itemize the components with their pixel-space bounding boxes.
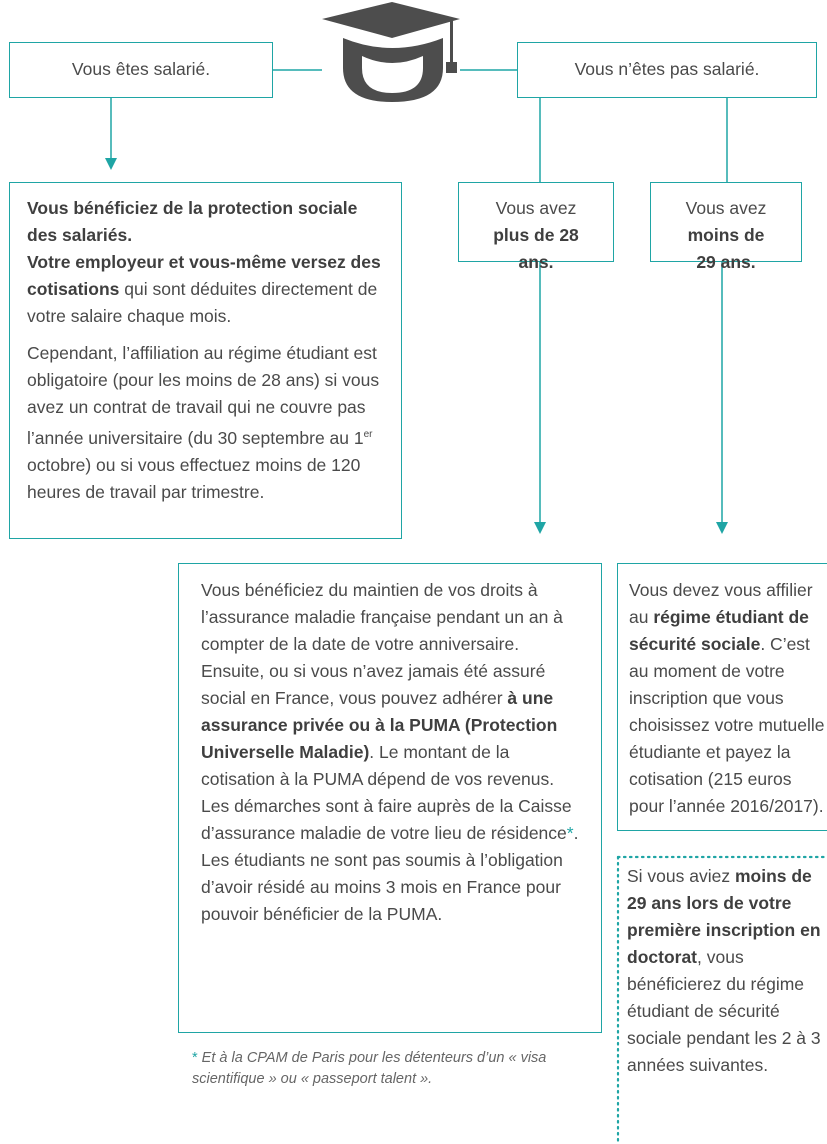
doctorat-text-2: , vous bénéficierez du régime étudiant d… <box>627 947 821 1075</box>
puma-text-4: . Les étudiants ne sont pas soumis à l’o… <box>201 823 579 924</box>
box-puma: Vous bénéficiez du maintien de vos droit… <box>178 563 602 1033</box>
salarie-paragraph-2: Cependant, l’affiliation au régime étudi… <box>27 340 385 506</box>
plus28-bold: plus de 28 ans. <box>493 225 579 272</box>
box-non-salarie-header: Vous n’êtes pas salarié. <box>517 42 817 98</box>
doctorat-note: Si vous aviez moins de 29 ans lors de vo… <box>627 863 823 1079</box>
face-cutout <box>362 56 423 93</box>
salarie-bold-1: Vous bénéficiez de la protection sociale… <box>27 198 358 245</box>
arrow-down-icon <box>716 522 728 534</box>
puma-asterisk: * <box>566 823 574 843</box>
box-moins-29: Vous avez moins de 29 ans. <box>650 182 802 272</box>
etudiant-text-1: Vous devez vous affilier au <box>629 580 813 627</box>
non-salarie-header-label: Vous n’êtes pas salarié. <box>574 59 760 79</box>
salarie-paragraph-1: Vous bénéficiez de la protection sociale… <box>27 195 385 330</box>
salarie-bold-2: Votre employeur et vous-même versez des … <box>27 252 381 299</box>
etudiant-text-2: . C’est au moment de votre inscription q… <box>629 634 825 816</box>
puma-text-3: Les démarches sont à faire auprès de la … <box>201 796 572 843</box>
footnote-text: Et à la CPAM de Paris pour les détenteur… <box>192 1050 547 1087</box>
salarie-superscript: er <box>363 429 373 440</box>
puma-bold-1: à une assurance privée ou à la PUMA (Pro… <box>201 688 558 762</box>
moins29-line1: Vous avez <box>685 198 767 218</box>
salarie-text-2b: octobre) ou si vous effectuez moins de 1… <box>27 454 361 502</box>
puma-text-1: Vous bénéficiez du maintien de vos droit… <box>201 580 563 708</box>
box-plus-28: Vous avez plus de 28 ans. <box>458 182 614 272</box>
doctorat-text-1: Si vous aviez <box>627 866 735 886</box>
box-regime-etudiant: Vous devez vous affilier au régime étudi… <box>617 563 827 831</box>
salarie-header-label: Vous êtes salarié. <box>71 59 211 79</box>
footnote: * Et à la CPAM de Paris pour les détente… <box>192 1048 592 1090</box>
salarie-text-1: qui sont déduites directement de votre s… <box>27 279 378 326</box>
doctorat-bold-1: moins de 29 ans lors de votre première i… <box>627 866 821 967</box>
plus28-line1: Vous avez <box>495 198 577 218</box>
box-salarie-details: Vous bénéficiez de la protection sociale… <box>9 182 402 539</box>
puma-text-2: . Le montant de la cotisation à la PUMA … <box>201 742 555 789</box>
dotted-frame <box>616 855 827 1144</box>
salarie-text-2a: Cependant, l’affiliation au régime étudi… <box>27 343 380 448</box>
etudiant-bold-1: régime étudiant de sécurité sociale <box>629 607 809 654</box>
box-salarie-header: Vous êtes salarié. <box>9 42 273 98</box>
arrow-down-icon <box>105 158 117 170</box>
arrow-down-icon <box>534 522 546 534</box>
footnote-asterisk: * <box>192 1050 198 1066</box>
moins29-bold: moins de 29 ans. <box>687 225 765 272</box>
